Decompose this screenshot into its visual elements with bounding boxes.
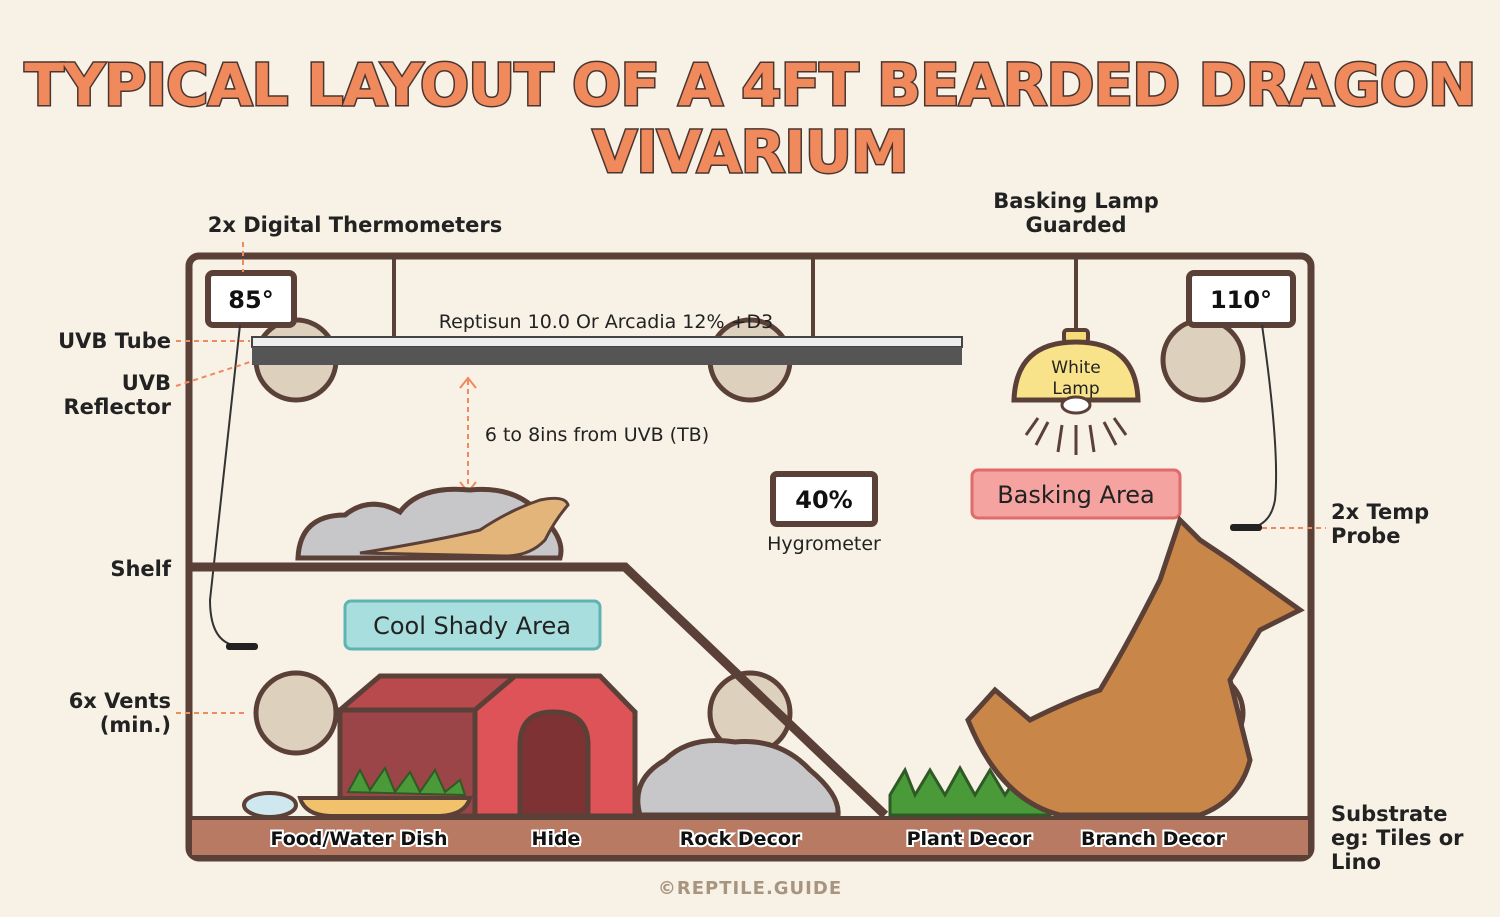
label-branch-decor: Branch Decor	[1081, 828, 1226, 850]
vent-icon	[1160, 317, 1246, 403]
callout-uvb-reflector-2: Reflector	[64, 395, 172, 419]
callout-temp-probe-2: Probe	[1331, 524, 1400, 548]
uvb-label: Reptisun 10.0 Or Arcadia 12% +D3	[439, 311, 773, 333]
hide	[333, 673, 638, 819]
substrate	[192, 818, 1308, 855]
callout-shelf: Shelf	[110, 557, 172, 581]
water-dish	[242, 791, 298, 819]
callout-vents-1: 6x Vents	[69, 689, 171, 713]
hygrometer-reading: 40%	[795, 486, 852, 514]
callout-substrate-2: eg: Tiles or	[1331, 826, 1464, 850]
callout-vents-2: (min.)	[100, 713, 171, 737]
thermometer-left	[205, 270, 297, 328]
rock-decor	[635, 737, 841, 818]
shelf	[192, 562, 889, 819]
white-lamp: White Lamp	[1011, 328, 1141, 455]
food-dish	[297, 796, 473, 818]
label-rock-decor: Rock Decor	[680, 828, 801, 850]
lamp-label-1: White	[1051, 358, 1100, 378]
label-plant-decor: Plant Decor	[907, 828, 1032, 850]
temp-probe-left	[226, 643, 258, 650]
branch-decor	[965, 515, 1305, 818]
bearded-dragon	[359, 496, 570, 558]
hygrometer	[770, 471, 878, 527]
callout-basking-lamp-1: Basking Lamp	[993, 189, 1159, 213]
basking-area-badge	[970, 468, 1182, 520]
callout-substrate-3: Lino	[1331, 850, 1381, 874]
callout-substrate-1: Substrate	[1331, 802, 1447, 826]
vent-icon	[253, 670, 339, 756]
cool-area-badge	[343, 599, 602, 651]
enclosure	[185, 252, 1315, 862]
callout-basking-lamp-2: Guarded	[1025, 213, 1126, 237]
thermometer-right	[1186, 270, 1296, 328]
title-line-2: VIVARIUM	[592, 118, 907, 186]
label-hide: Hide	[532, 828, 581, 850]
thermometer-left-reading: 85°	[228, 286, 273, 314]
temp-probe-right	[1230, 524, 1262, 531]
uvb-reflector	[252, 347, 962, 365]
callout-temp-probe-1: 2x Temp	[1331, 500, 1429, 524]
basking-area-label: Basking Area	[997, 481, 1155, 509]
callout-uvb-reflector-1: UVB	[122, 371, 171, 395]
uvb-distance-label: 6 to 8ins from UVB (TB)	[485, 424, 709, 446]
lamp-label-2: Lamp	[1052, 379, 1099, 399]
callout-thermometers: 2x Digital Thermometers	[208, 213, 503, 237]
credit: ©REPTILE.GUIDE	[658, 878, 842, 899]
cool-area-label: Cool Shady Area	[373, 612, 571, 640]
hygrometer-label: Hygrometer	[767, 533, 881, 555]
label-food-water-dish: Food/Water Dish	[270, 828, 447, 850]
uvb-tube	[251, 336, 963, 348]
title-line-1: TYPICAL LAYOUT OF A 4FT BEARDED DRAGON	[24, 51, 1475, 119]
thermometer-right-reading: 110°	[1210, 286, 1272, 314]
callout-uvb-tube: UVB Tube	[58, 329, 171, 353]
